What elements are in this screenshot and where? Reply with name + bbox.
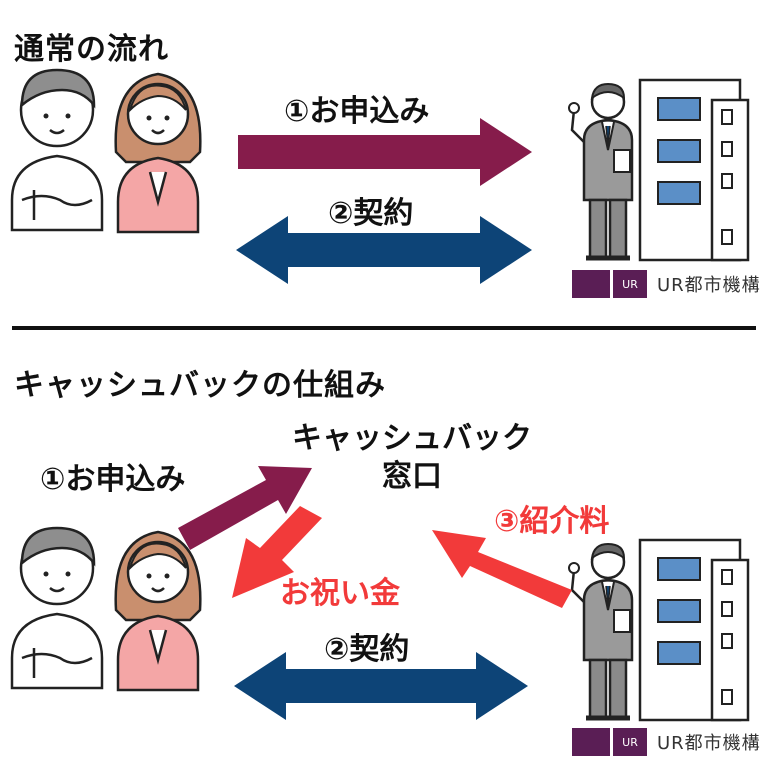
section1-title: 通常の流れ [14,32,169,67]
customer-woman-illustration-2 [114,530,202,692]
ur-brand-name: UR都市機構 [657,275,761,296]
section2-title: キャッシュバックの仕組み [14,368,386,403]
ur-logo-mark-icon [572,270,610,298]
customer-man-illustration [10,68,104,232]
ur-logo: UR [572,270,647,298]
apply-label-2: ①お申込み [40,462,186,497]
ur-staff-building-illustration [569,80,748,260]
cashback-desk-line1: キャッシュバック [292,421,532,456]
gift-arrow [232,506,322,598]
contract-arrow [236,216,532,284]
gift-label: お祝い金 [280,576,400,611]
apply-to-cashback-arrow [178,466,312,550]
contract-label: ②契約 [328,196,414,231]
ur-brand-name-2: UR都市機構 [657,733,761,754]
ur-logo-text-2: UR [613,728,647,756]
ur-staff-building-illustration-2 [569,540,748,720]
contract-label-2: ②契約 [324,632,410,667]
ur-logo-mark-icon-2 [572,728,610,756]
apply-arrow [238,118,532,186]
contract-arrow-2 [234,652,528,720]
customer-man-illustration-2 [10,526,104,690]
ur-logo-2: UR [572,728,647,756]
cashback-desk-line2: 窓口 [382,459,442,494]
referral-fee-arrow [432,530,572,608]
ur-logo-text: UR [613,270,647,298]
apply-label: ①お申込み [284,94,430,129]
ur-brand: UR UR都市機構 [572,270,761,298]
ur-brand-2: UR UR都市機構 [572,728,761,756]
section-divider [12,326,756,330]
referral-fee-label: ③紹介料 [494,504,610,539]
cashback-desk-label: キャッシュバック 窓口 [262,420,562,496]
customer-woman-illustration [114,72,202,234]
